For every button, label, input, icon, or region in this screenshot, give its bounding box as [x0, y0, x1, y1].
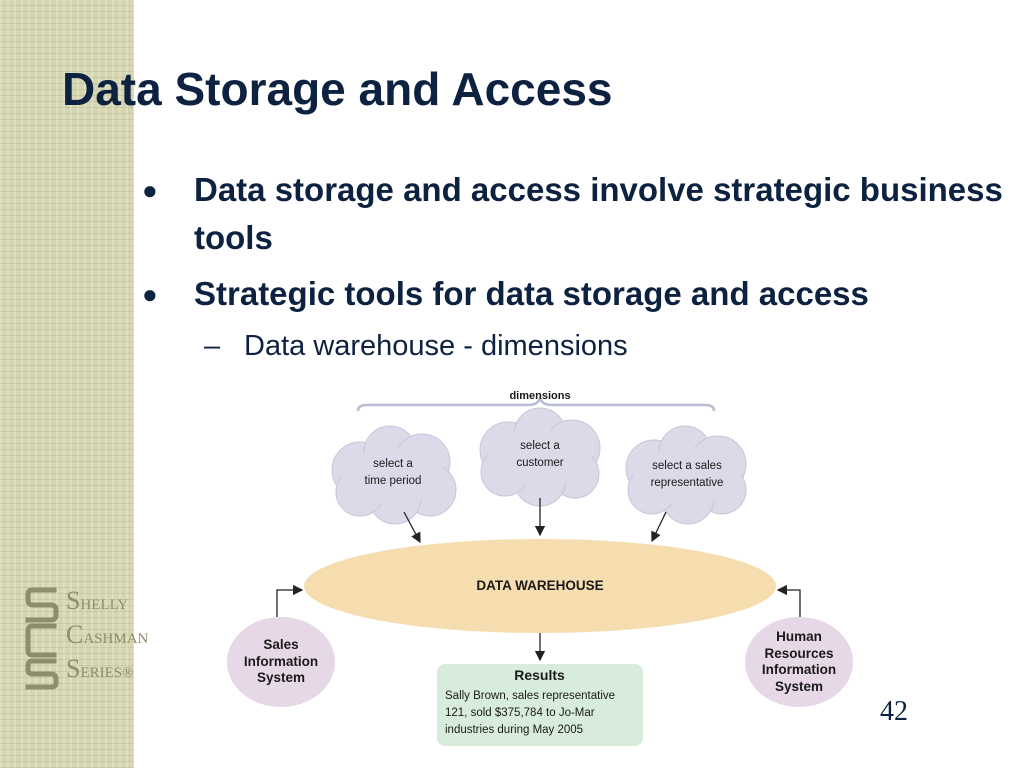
bullet-item: ● Strategic tools for data storage and a…: [142, 270, 1012, 318]
bullet-text: Data storage and access involve strategi…: [194, 171, 1003, 256]
bullet-marker: ●: [142, 175, 158, 205]
decorative-sidebar: [0, 0, 134, 768]
slide-title: Data Storage and Access: [62, 63, 613, 115]
cloud-label-time-period: select a time period: [364, 458, 422, 487]
sub-bullet-text: Data warehouse - dimensions: [244, 330, 628, 362]
sub-bullet-item: – Data warehouse - dimensions: [142, 326, 1012, 366]
cloud-label-sales-representative: select a sales representative: [650, 460, 724, 489]
dimensions-label: dimensions: [509, 390, 571, 402]
hr-system-label: Human Resources Information System: [761, 629, 837, 694]
results-body: Sally Brown, sales representative 121, s…: [445, 690, 616, 736]
cloud-label-customer: select a customer: [516, 440, 564, 469]
data-warehouse-label: DATA WAREHOUSE: [476, 578, 604, 593]
logo-word-series: SERIES®: [66, 654, 134, 683]
arrow-hr-system: [776, 584, 801, 617]
bullet-list: ● Data storage and access involve strate…: [142, 166, 1012, 366]
page-number: 42: [880, 696, 908, 727]
logo-word-cashman: CASHMAN: [66, 620, 149, 649]
arrow-time-period: [403, 511, 421, 544]
arrow-sales-representative: [651, 511, 667, 543]
bullet-item: ● Data storage and access involve strate…: [142, 166, 1012, 262]
results-title: Results: [514, 667, 565, 683]
sales-system-label: Sales Information System: [243, 637, 319, 685]
logo-word-shelly: SHELLY: [66, 586, 129, 615]
series-monogram-icon: [25, 587, 59, 690]
sub-bullet-marker: –: [204, 330, 221, 362]
bullet-text: Strategic tools for data storage and acc…: [194, 275, 869, 312]
bullet-marker: ●: [142, 279, 158, 309]
arrow-sales-system: [276, 584, 304, 617]
shelly-cashman-logo: SHELLY CASHMAN SERIES®: [24, 582, 148, 692]
